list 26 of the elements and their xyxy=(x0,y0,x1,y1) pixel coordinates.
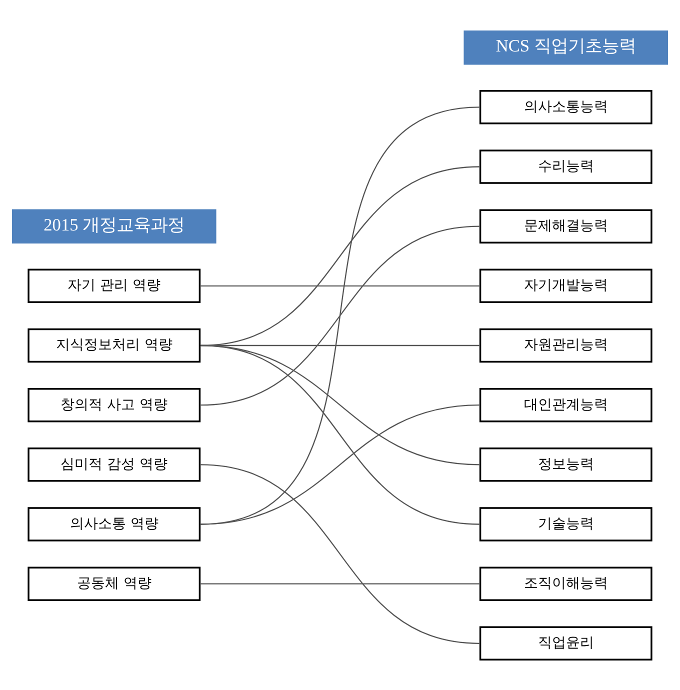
node-box: 창의적 사고 역량 xyxy=(28,387,201,422)
node-box: NCS 직업기초능력 xyxy=(464,30,668,64)
node-box: 지식정보처리 역량 xyxy=(28,328,201,362)
node-box: 정보능력 xyxy=(479,447,652,482)
node-box: 문제해결능력 xyxy=(479,208,652,243)
node-box: 2015 개정교육과정 xyxy=(12,208,216,243)
connector xyxy=(200,582,480,584)
connector xyxy=(200,166,480,346)
connector xyxy=(200,106,480,524)
node-box: 공동체 역량 xyxy=(28,566,201,600)
node-box: 자기 관리 역량 xyxy=(28,268,201,303)
node-box: 기술능력 xyxy=(479,506,652,541)
node-box: 자원관리능력 xyxy=(479,328,652,362)
node-box: 심미적 감성 역량 xyxy=(28,447,201,482)
connector xyxy=(200,404,480,524)
connector xyxy=(200,464,480,644)
node-box: 의사소통 역량 xyxy=(28,506,201,541)
connector xyxy=(200,225,480,406)
node-box: 자기개발능력 xyxy=(479,268,652,303)
connector xyxy=(200,344,480,524)
node-box: 수리능력 xyxy=(479,149,652,184)
node-box: 대인관계능력 xyxy=(479,387,652,422)
node-box: 조직이해능력 xyxy=(479,566,652,600)
node-box: 직업윤리 xyxy=(479,626,652,660)
connector xyxy=(200,284,480,286)
node-box: 의사소통능력 xyxy=(479,90,652,124)
